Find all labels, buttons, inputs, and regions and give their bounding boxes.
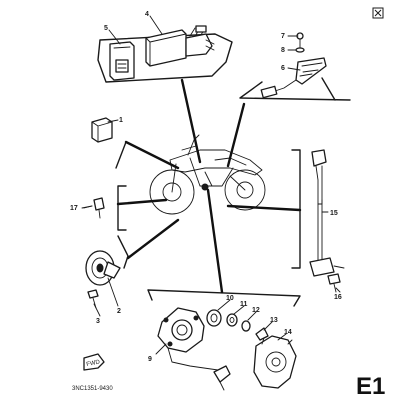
component-group-9-14 — [83, 289, 301, 391]
callout-7: 7 — [281, 33, 285, 40]
horn-group — [85, 235, 129, 309]
callout-12: 12 — [252, 307, 260, 314]
callout-17: 17 — [70, 205, 78, 212]
pointer-9-to-bike — [206, 188, 224, 294]
callout-10: 10 — [226, 295, 234, 302]
callout-3: 3 — [96, 318, 100, 325]
callout-1: 1 — [119, 117, 123, 124]
bolt-13 — [255, 327, 269, 341]
bolt-7 — [296, 32, 304, 49]
callouts: 5 4 7 8 6 1 17 2 3 15 16 9 10 11 12 13 1… — [70, 11, 342, 363]
motorcycle-outline — [149, 134, 266, 215]
pointer-15-to-bike — [226, 204, 302, 212]
bearing-10 — [206, 309, 222, 327]
component-group-6-8 — [239, 32, 351, 101]
washer-8 — [295, 47, 305, 53]
callout-15: 15 — [330, 210, 338, 217]
drawing-code: 3NC1351-9430 — [72, 386, 113, 392]
generator-9 — [157, 307, 231, 391]
callout-13: 13 — [270, 317, 278, 324]
callout-14: 14 — [284, 329, 292, 336]
pointer-6-to-bike — [226, 102, 246, 168]
fwd-tag — [83, 353, 105, 371]
washer-12 — [241, 320, 251, 332]
fwd-label: FWD — [86, 359, 101, 368]
callout-6: 6 — [281, 65, 285, 72]
pointer-17-to-bike — [116, 198, 168, 206]
module-5 — [109, 41, 135, 81]
spacer-11 — [226, 313, 238, 327]
cover-14 — [253, 335, 297, 389]
pointer-2-to-bike — [126, 218, 180, 260]
component-group-15-16 — [291, 149, 345, 293]
pointer-1-to-bike — [124, 140, 180, 170]
callout-11: 11 — [240, 301, 248, 308]
page-corner-mark: E1 — [356, 373, 385, 400]
relay-1 — [91, 117, 127, 169]
callout-9: 9 — [148, 356, 152, 363]
sensor-17 — [83, 185, 127, 231]
bolt-16 — [327, 273, 341, 293]
callout-5: 5 — [104, 25, 108, 32]
callout-2: 2 — [117, 308, 121, 315]
pointer-4-to-bike — [180, 78, 202, 164]
callout-8: 8 — [281, 47, 285, 54]
leader-lines — [81, 15, 341, 355]
unit-4 — [145, 25, 215, 67]
callout-4: 4 — [145, 11, 149, 18]
close-box-icon — [372, 7, 384, 19]
bolt-3 — [87, 289, 99, 309]
component-group-4-5 — [97, 25, 233, 83]
rectifier-6 — [260, 57, 327, 99]
callout-16: 16 — [334, 294, 342, 301]
cable-15 — [309, 149, 345, 277]
horn-2 — [85, 250, 121, 286]
